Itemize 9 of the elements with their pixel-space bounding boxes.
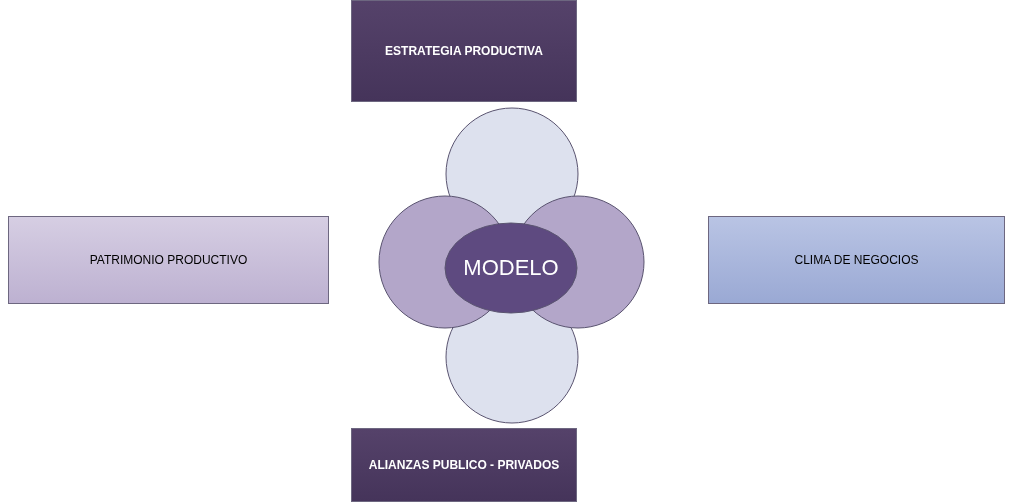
label-box: [708, 216, 1005, 304]
heading-box: [351, 428, 577, 502]
center-label: MODELO: [463, 255, 559, 281]
box-label: ESTRATEGIA PRODUCTIVA: [385, 44, 543, 58]
box-label: CLIMA DE NEGOCIOS: [794, 253, 919, 267]
heading-box: [351, 0, 577, 102]
box-label: PATRIMONIO PRODUCTIVO: [89, 253, 248, 267]
label-box: [8, 216, 329, 304]
box-label: ALIANZAS PUBLICO - PRIVADOS: [368, 458, 560, 472]
